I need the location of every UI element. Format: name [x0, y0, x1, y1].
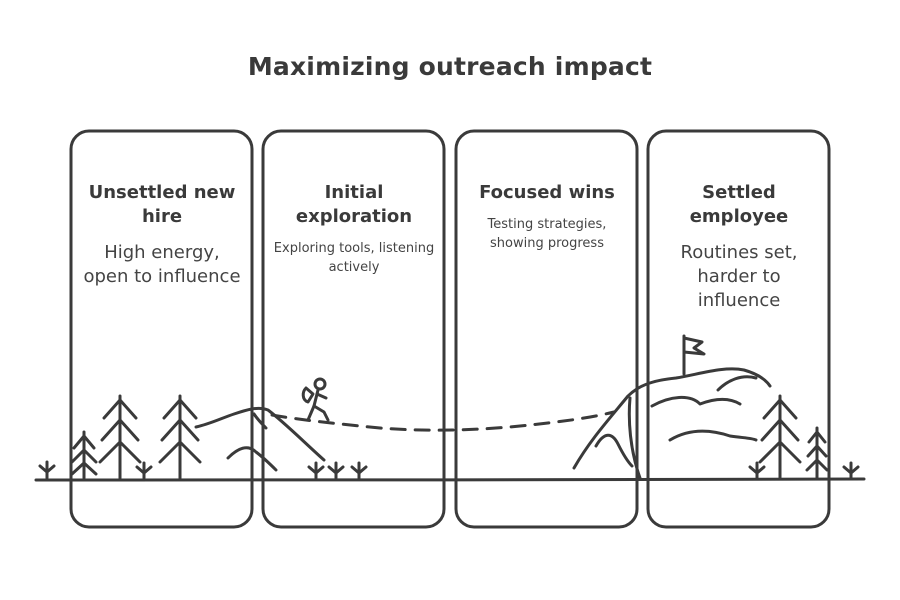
- hiker-icon: [301, 377, 330, 422]
- stage-4-description: Routines set, harder to influence: [680, 242, 798, 311]
- pine-tree-icon: [758, 394, 802, 480]
- stage-4-heading: Settled employee: [689, 182, 789, 227]
- diagram-title: Maximizing outreach impact: [247, 52, 653, 81]
- stage-3-description: Testing strategies, showing progress: [487, 217, 607, 251]
- summit-flag-icon: [682, 334, 706, 376]
- mountain-icon: [194, 406, 326, 472]
- grass-tuft-icon: [135, 461, 153, 480]
- stage-card-1: [69, 129, 254, 529]
- journey-path: [270, 410, 616, 432]
- stage-2-heading: Initial exploration: [295, 182, 413, 227]
- pine-tree-icon: [158, 394, 202, 480]
- stage-card-4: [646, 129, 831, 529]
- grass-tuft-icon: [350, 461, 368, 480]
- pine-tree-icon: [98, 394, 142, 480]
- pine-tree-icon: [805, 426, 829, 480]
- mountain-icon: [572, 367, 772, 480]
- stage-1-description: High energy, open to influence: [83, 242, 241, 287]
- grass-tuft-icon: [748, 461, 766, 480]
- stage-3-heading: Focused wins: [479, 182, 615, 203]
- ground-line: [34, 477, 866, 482]
- stage-card-3: [454, 129, 639, 529]
- pine-tree-icon: [70, 430, 98, 480]
- stage-card-2: [261, 129, 446, 529]
- stage-2-description: Exploring tools, listening actively: [273, 241, 435, 275]
- grass-tuft-icon: [842, 461, 860, 480]
- grass-tuft-icon: [38, 460, 56, 480]
- grass-tuft-icon: [327, 461, 345, 480]
- grass-tuft-icon: [307, 461, 325, 480]
- stage-1-heading: Unsettled new hire: [88, 182, 236, 227]
